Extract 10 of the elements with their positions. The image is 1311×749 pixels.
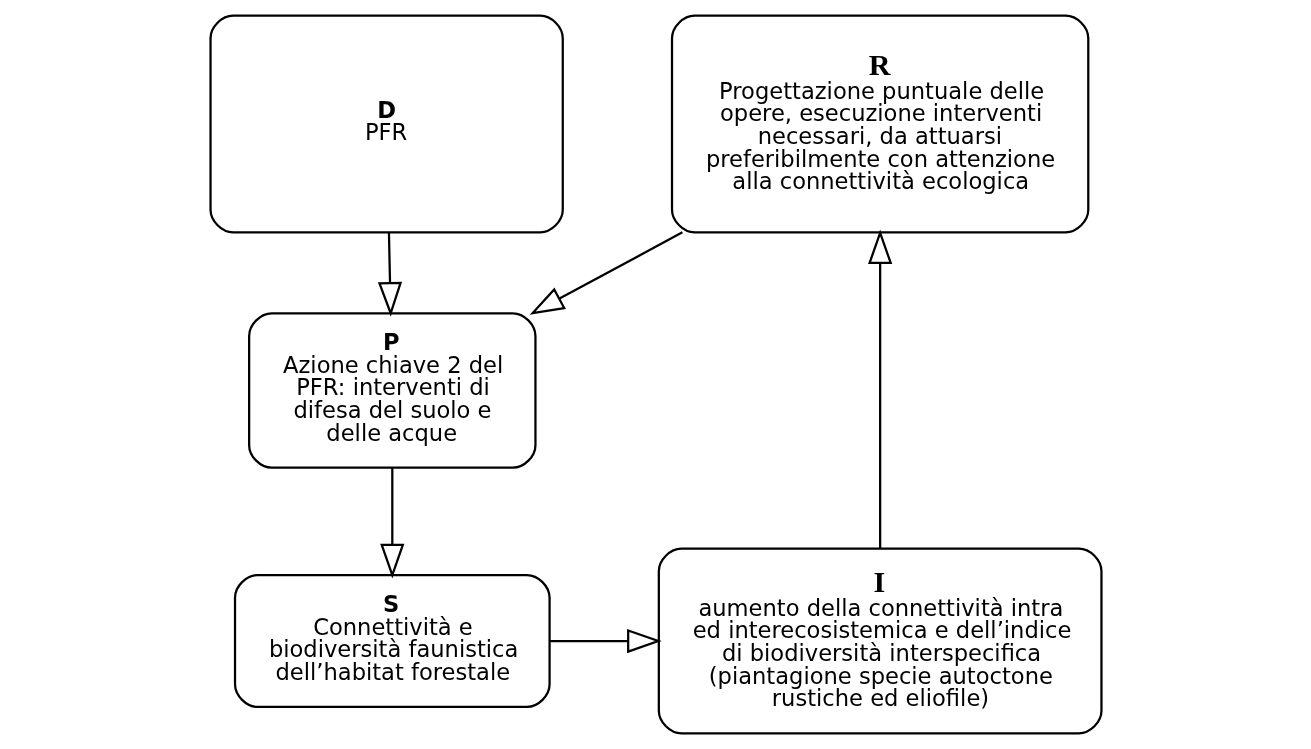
arrow <box>529 231 683 315</box>
arrow <box>867 229 892 549</box>
node-box: S Connettività e biodiversità faunistica dell’habitat forestale <box>233 573 551 709</box>
node-box: D PFR <box>208 14 564 234</box>
arrow <box>549 628 662 654</box>
node-box: R Progettazione puntuale delle opere, esecuzione interventi necessari, da attuarsi preferibilmente con attenzione alla connettività ecologica <box>670 14 1089 234</box>
node-box: P Azione chiave 2 del PFR: interventi di difesa del suolo e delle acque <box>247 312 537 469</box>
arrow <box>379 467 404 579</box>
node-box: I aumento della connettività intra ed interecosistemica e dell’indice di biodiversità interspecifica (piantagione specie autoctone rustiche ed eliofile) <box>657 547 1103 735</box>
arrow <box>377 232 402 317</box>
